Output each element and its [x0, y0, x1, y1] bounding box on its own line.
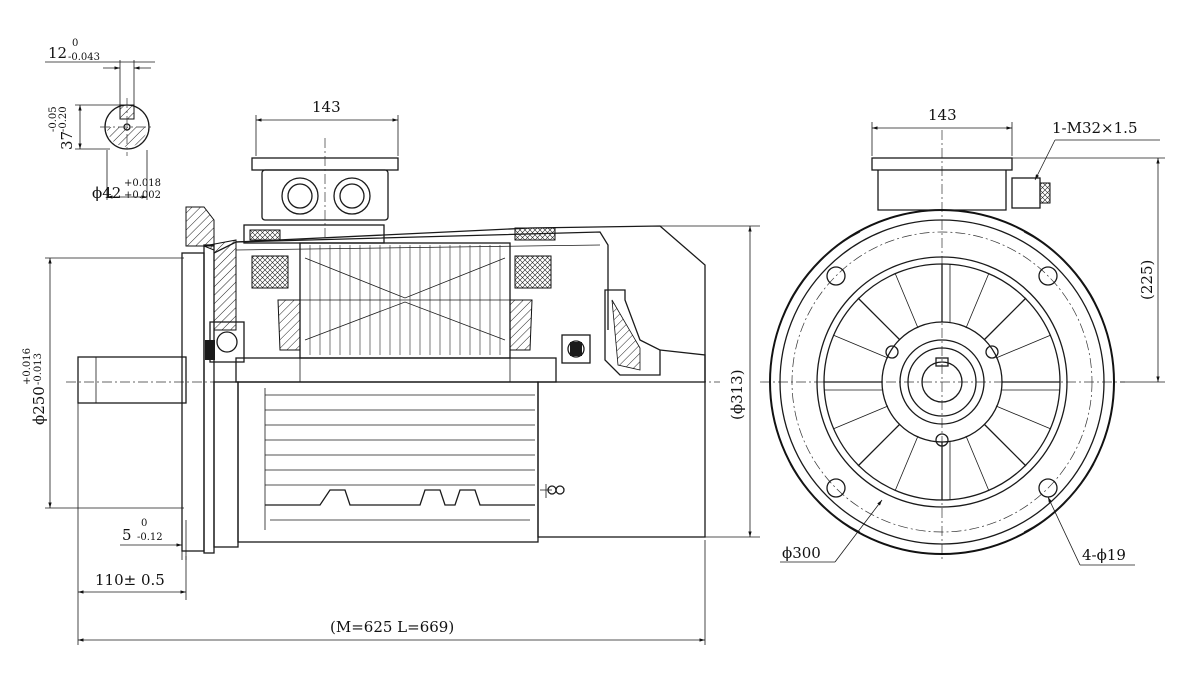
motor-side-view	[66, 206, 720, 554]
spigot-dia-tol-lower: -0.013	[33, 353, 44, 385]
key-width-tol-upper: 0	[72, 38, 78, 49]
cable-gland-label: 1-M32×1.5	[1052, 119, 1137, 137]
cooling-fins	[264, 388, 535, 530]
motor-front-view	[760, 122, 1165, 566]
pcd-label: ϕ300	[782, 544, 821, 562]
terminal-box-side	[243, 115, 556, 244]
shaft-dia-tol-upper: +0.018	[124, 178, 161, 189]
spigot-depth-label: 5	[122, 526, 132, 544]
key-depth-tol-lower: -0.20	[58, 106, 69, 132]
spigot-dia-tol-upper: +0.016	[22, 348, 33, 385]
shaft-dia-tol-lower: +0.002	[124, 190, 161, 201]
flange-dia-label: (ϕ313)	[728, 369, 746, 420]
shaft-length-label: 110± 0.5	[95, 571, 165, 589]
key-width-label: 12	[48, 44, 67, 62]
key-depth-label: 37	[58, 131, 76, 150]
flange-dia-dim	[660, 225, 760, 538]
height-to-box-label: (225)	[1138, 260, 1156, 300]
key-width-tol-lower: -0.043	[68, 52, 100, 63]
stator-laminations-top	[300, 245, 510, 355]
shaft-length-dim	[77, 403, 187, 645]
spigot-depth-tol-lower: -0.12	[137, 532, 163, 543]
radial-fins	[824, 264, 1060, 500]
spigot-dia-label: ϕ250	[30, 386, 48, 425]
holes-label: 4-ϕ19	[1082, 546, 1126, 564]
overall-length-dim	[78, 540, 706, 645]
key-depth-tol-upper: -0.05	[48, 106, 59, 132]
overall-length-label: (M=625 L=669)	[330, 618, 454, 636]
spigot-dia-dim	[45, 257, 184, 509]
spigot-depth-dim	[120, 520, 187, 560]
terminal-box-width-side-label: 143	[312, 98, 341, 116]
shaft-section-view	[45, 60, 155, 200]
shaft-dia-label: ϕ42	[92, 184, 121, 202]
spigot-depth-tol-upper: 0	[141, 518, 147, 529]
terminal-box-width-front-label: 143	[928, 106, 957, 124]
